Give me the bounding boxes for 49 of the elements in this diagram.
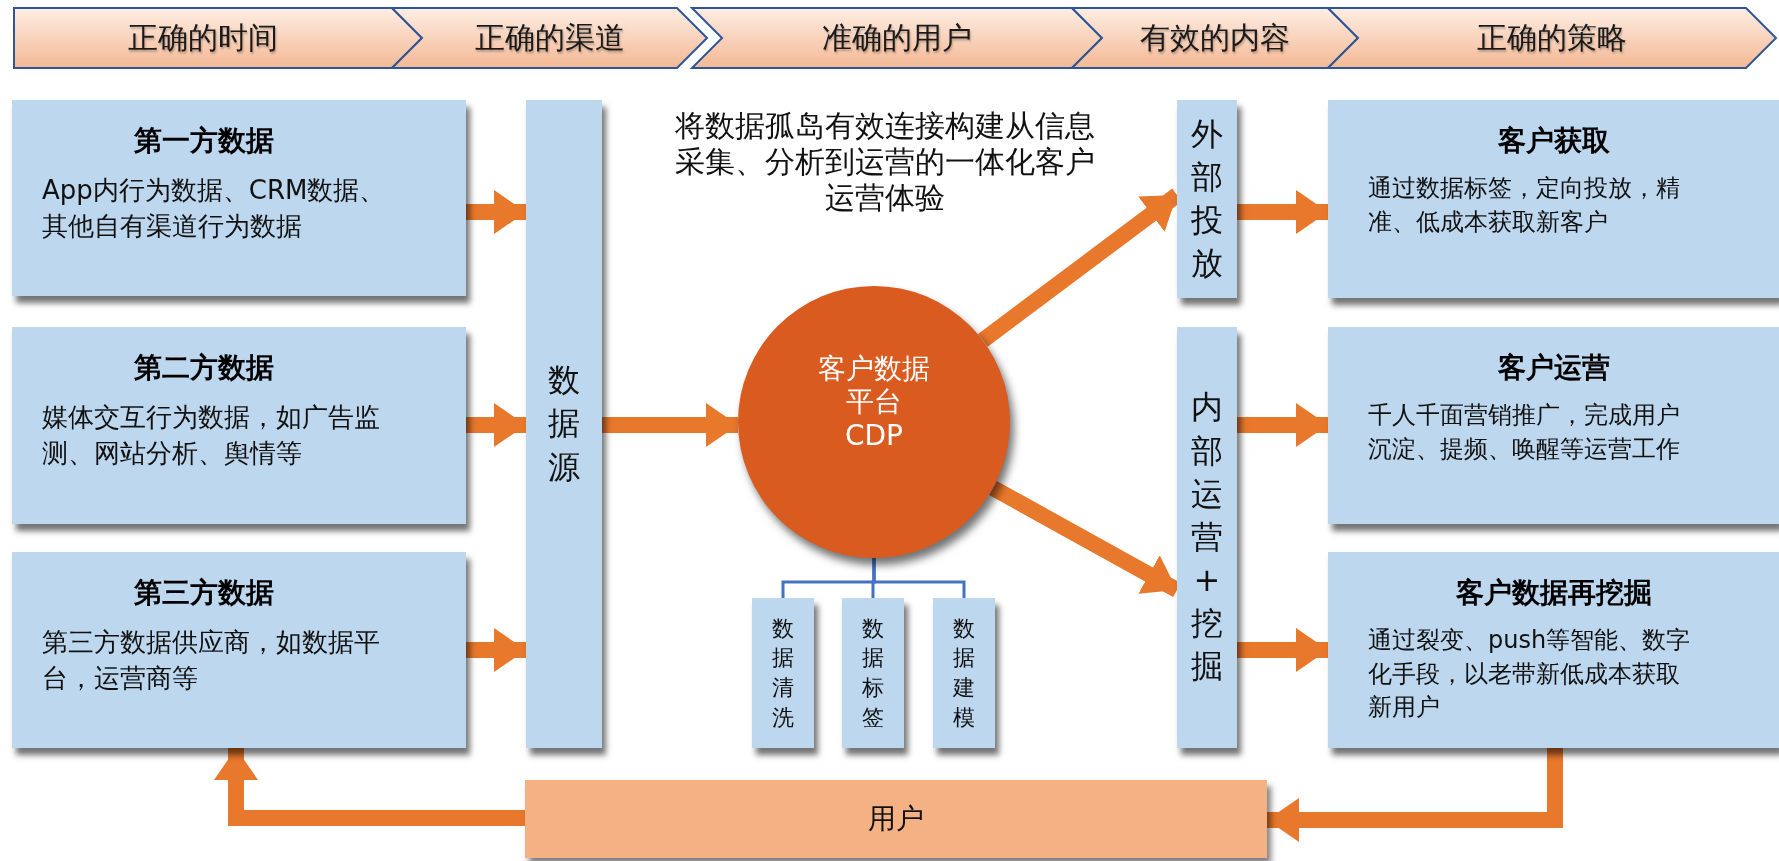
card-text: 媒体交互行为数据，如广告监测、网站分析、舆情等: [42, 401, 381, 471]
arrow: [1237, 403, 1328, 447]
info-card: [1328, 327, 1779, 524]
arrow: [466, 190, 526, 234]
card-title: 第一方数据: [133, 123, 275, 159]
panel-label: 数据建模: [953, 614, 975, 732]
arrow: [602, 403, 738, 447]
info-card: [1328, 100, 1779, 298]
info-card: [12, 100, 466, 296]
step-card: [842, 598, 904, 748]
step-label: 有效的内容: [1140, 18, 1290, 57]
card-title: 客户数据再挖掘: [1454, 575, 1653, 611]
vertical-panel: [526, 100, 602, 748]
card-text: 第三方数据供应商，如数据平台，运营商等: [42, 626, 381, 696]
arrow: [1237, 628, 1328, 672]
step-label: 正确的渠道: [474, 18, 625, 57]
bar-label: 用户: [868, 801, 924, 837]
vertical-panel: [1177, 327, 1237, 748]
user-bar: [525, 780, 1267, 858]
info-card: [1328, 552, 1779, 748]
circle-label: 客户数据平台 CDP: [817, 351, 931, 453]
vertical-panel: [1177, 100, 1237, 298]
card-text: 千人千面营销推广，完成用户沉淀、提频、唤醒等运营工作: [1368, 400, 1681, 465]
arrow: [1237, 190, 1328, 234]
panel-label: 数据清洗: [772, 614, 794, 732]
panel-label: 数据标签: [862, 614, 884, 732]
info-card: [12, 552, 466, 748]
panel-label: 数据源: [548, 360, 580, 488]
arrow: [466, 403, 526, 447]
arrow: [466, 628, 526, 672]
info-card: [12, 327, 466, 524]
card-title: 第二方数据: [133, 350, 275, 386]
step-label: 正确的时间: [128, 18, 279, 57]
step-label: 正确的策略: [1477, 18, 1627, 57]
note-text: 将数据孤岛有效连接构建从信息采集、分析到运营的一体化客户运营体验: [674, 108, 1096, 216]
arrow: [214, 748, 525, 826]
step-label: 准确的用户: [822, 18, 972, 57]
card-title: 客户运营: [1496, 350, 1611, 386]
panel-label: 内部运营+挖掘: [1191, 387, 1223, 688]
bracket-line: [872, 558, 966, 598]
card-title: 第三方数据: [133, 575, 275, 611]
card-text: 通过数据标签，定向投放，精准、低成本获取新客户: [1368, 173, 1681, 238]
card-text: 通过裂变、push等智能、数字化手段，以老带新低成本获取新用户: [1368, 625, 1692, 724]
arrow: [1267, 748, 1563, 842]
step-card: [752, 598, 814, 748]
card-text: App内行为数据、CRM数据、其他自有渠道行为数据: [42, 174, 387, 244]
step-card: [933, 598, 995, 748]
card-title: 客户获取: [1496, 123, 1611, 159]
panel-label: 外部投放: [1191, 113, 1223, 285]
